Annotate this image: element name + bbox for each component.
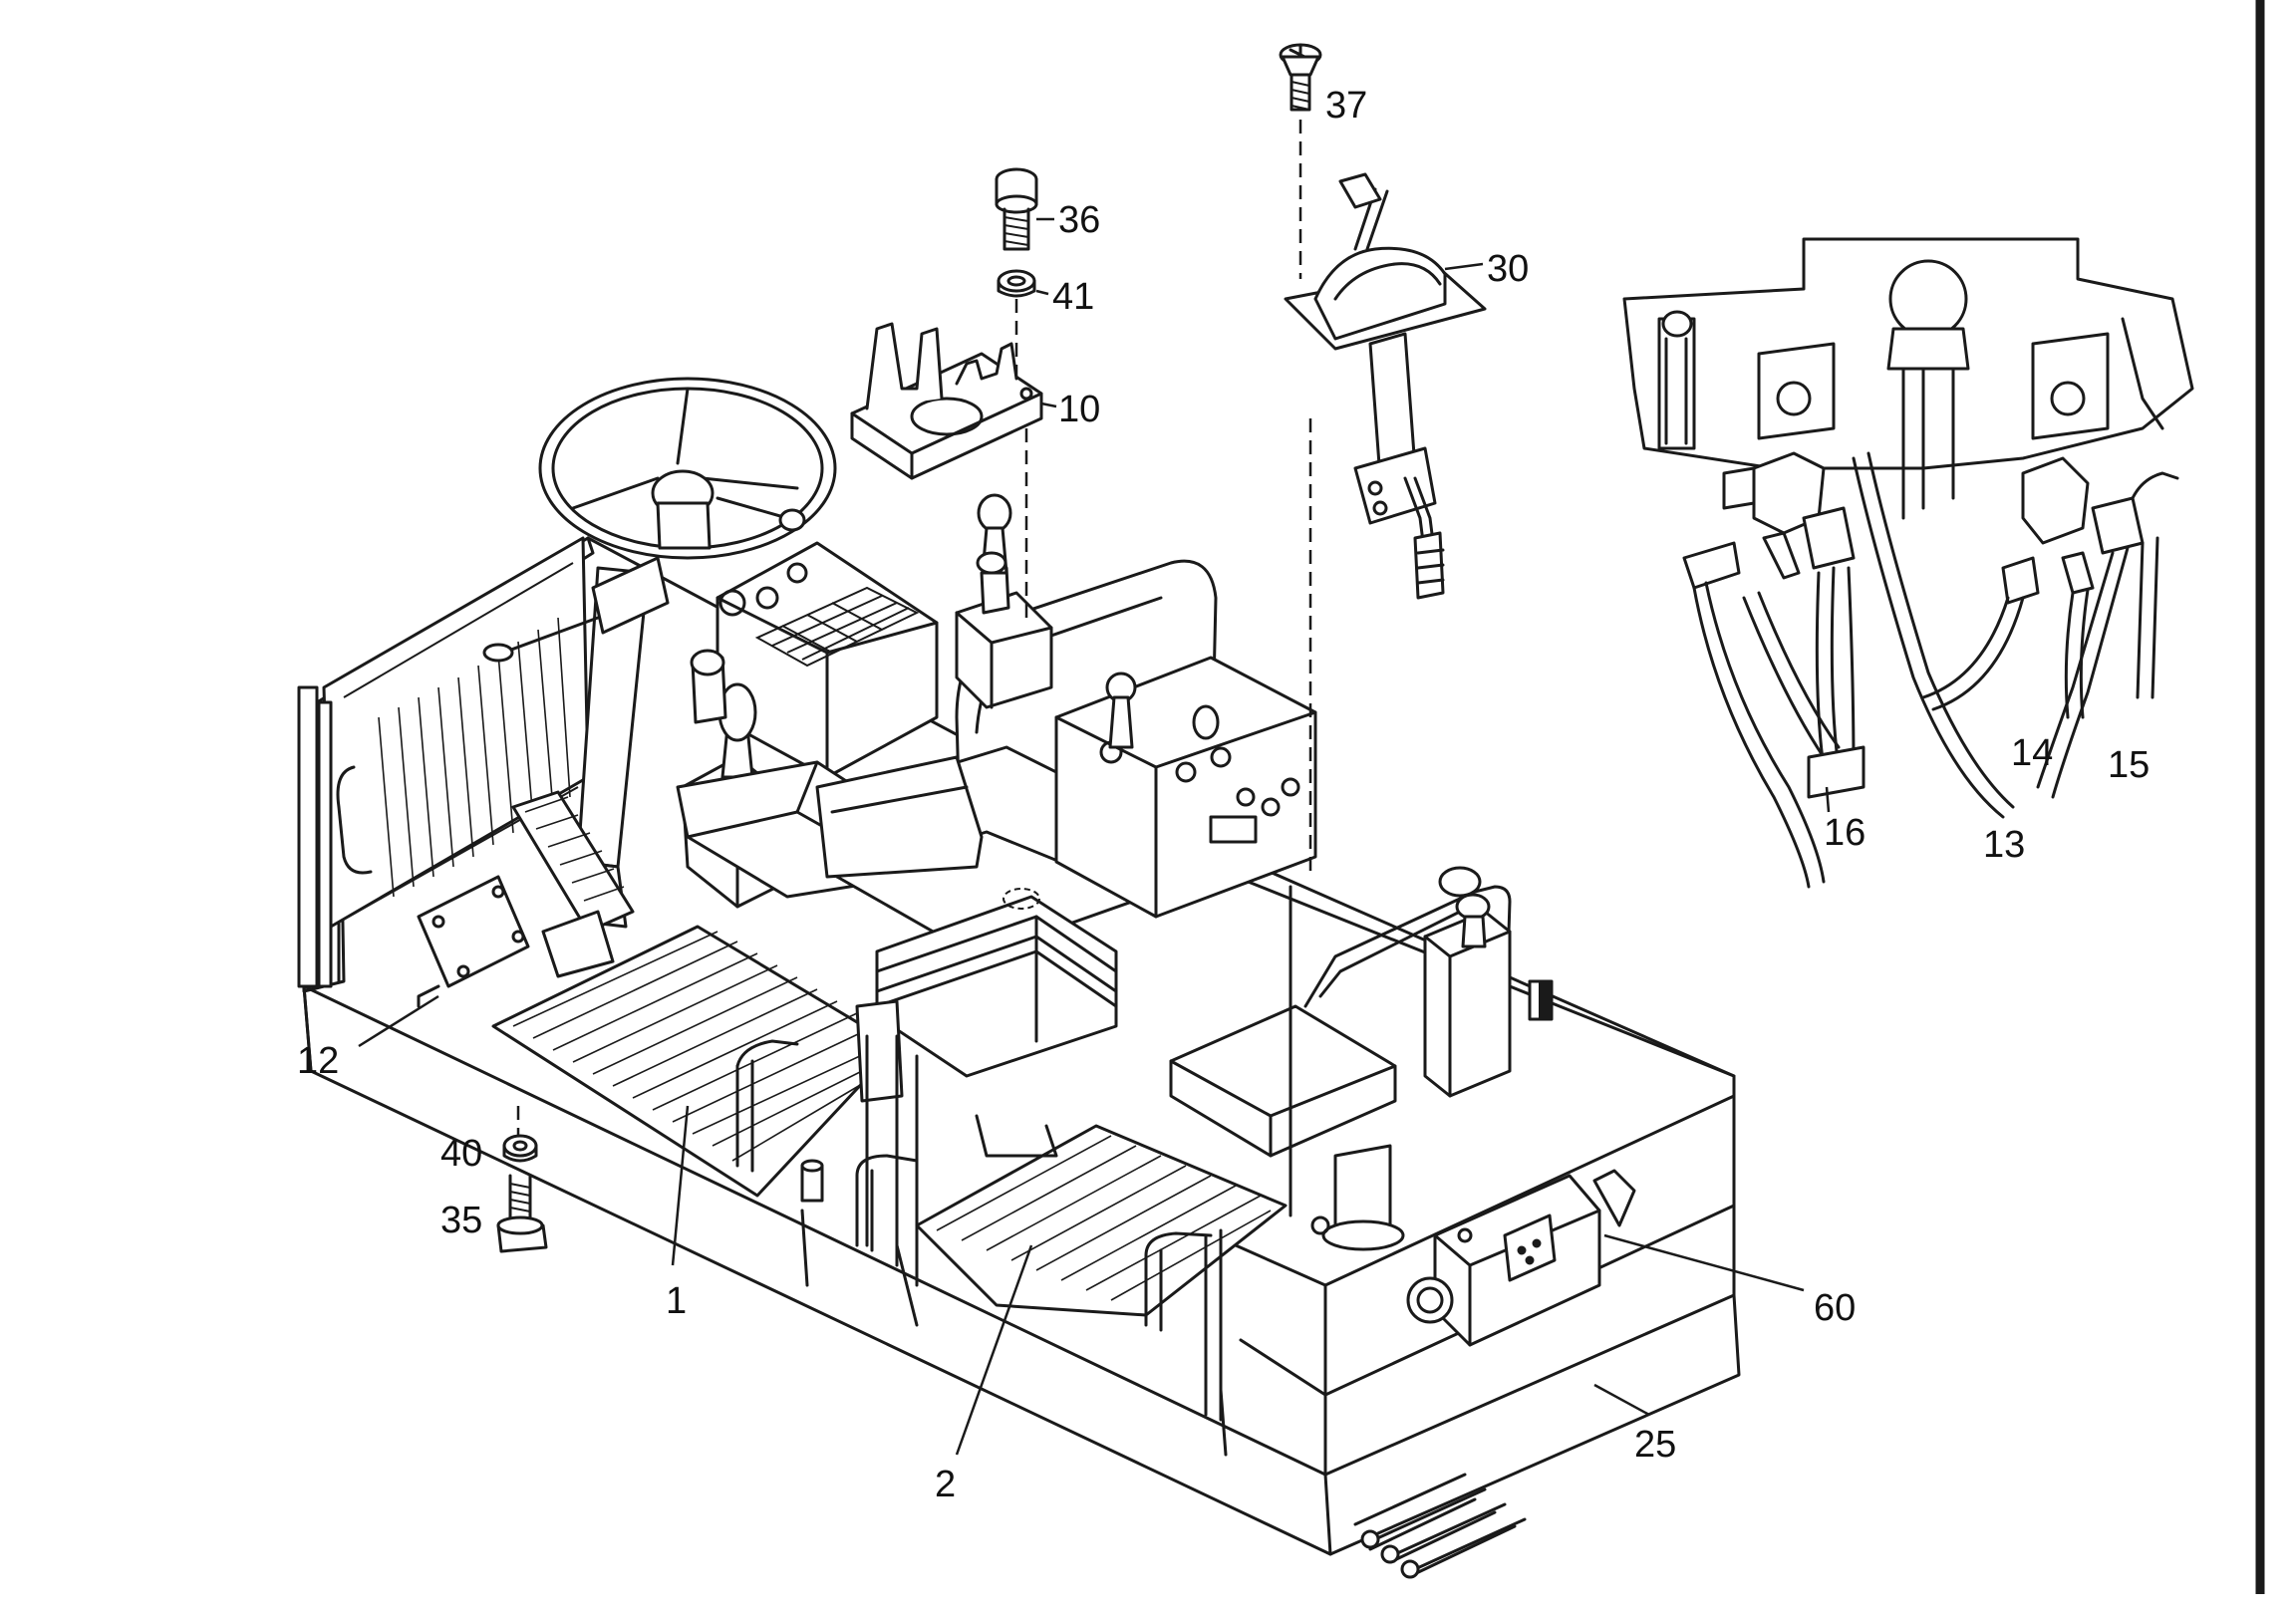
bolt-36	[995, 167, 1038, 251]
callout-25: 25	[1634, 1424, 1676, 1466]
steering-wheel	[538, 377, 837, 560]
callout-13: 13	[1983, 824, 2025, 866]
callout-16: 16	[1824, 812, 1866, 854]
connector-60	[1406, 1169, 1636, 1347]
callout-14: 14	[2011, 732, 2053, 774]
underside-pipes	[1353, 1473, 1527, 1579]
callout-60: 60	[1814, 1287, 1856, 1329]
washer-40	[502, 1134, 538, 1163]
callout-1: 1	[666, 1280, 687, 1322]
leader-lines	[358, 217, 1831, 1456]
washer-41	[997, 269, 1036, 298]
callout-10: 10	[1058, 389, 1100, 430]
instrument-console	[716, 541, 939, 779]
bolt-36-axis	[1014, 299, 1028, 618]
screw-37	[1279, 43, 1322, 112]
hydraulic-detail-inset	[1622, 237, 2194, 889]
callout-30: 30	[1487, 248, 1529, 290]
shift-lever-30	[1284, 172, 1487, 600]
callout-12: 12	[297, 1040, 339, 1082]
callout-35: 35	[440, 1200, 482, 1241]
floor-mat-2	[855, 1114, 1288, 1332]
secondary-seat	[1169, 866, 1554, 1251]
accelerator-pedal	[511, 790, 635, 978]
callout-37: 37	[1325, 85, 1367, 127]
bolt-35	[496, 1174, 548, 1253]
center-control-tower	[955, 493, 1053, 709]
right-control-console	[1054, 656, 1317, 919]
callout-36: 36	[1058, 199, 1100, 241]
floor-mat-1	[491, 925, 899, 1198]
callout-2: 2	[935, 1464, 956, 1505]
callout-15: 15	[2108, 744, 2150, 786]
floor-plate-12	[417, 875, 530, 1008]
cab-floor-frame	[297, 536, 1741, 1556]
callout-41: 41	[1052, 276, 1094, 318]
screw-37-axis	[1298, 120, 1312, 877]
bracket-10	[850, 322, 1043, 480]
frame-bars	[800, 885, 1330, 1422]
callout-40: 40	[440, 1133, 482, 1175]
